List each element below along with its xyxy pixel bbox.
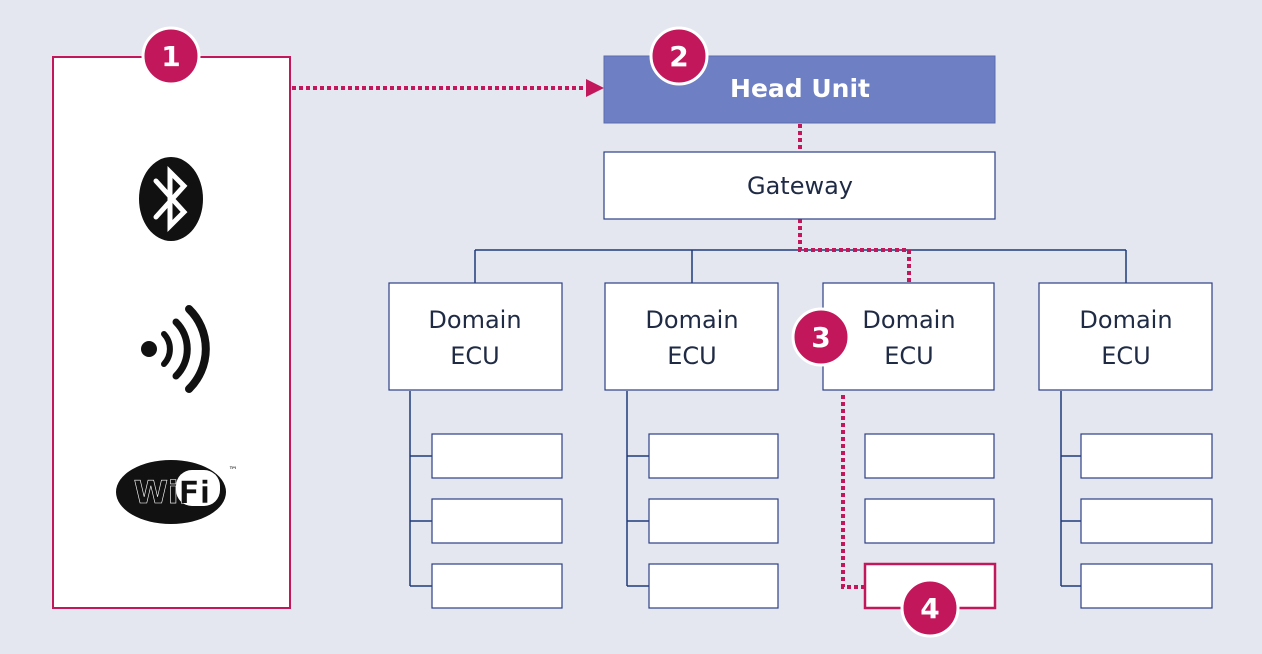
head-unit-box [603,55,996,124]
sub-ecu-box [648,498,779,544]
wifi-logo-text: WiFi [134,475,211,511]
wifi-trademark: ™ [229,466,238,476]
sub-ecu-box [1080,563,1213,609]
domain-ecu-line1: Domain [862,306,955,334]
wifi-icon: WiFi ™ [116,460,238,524]
connectivity-panel [52,56,291,609]
domain-ecu-line1: Domain [645,306,738,334]
step-badge-3-number: 3 [811,321,830,354]
nfc-icon [141,305,210,393]
step-badge-1: 1 [141,26,201,86]
domain-ecu-line2: ECU [884,342,934,370]
domain-ecu-line1: Domain [428,306,521,334]
sub-ecu-group [431,433,1213,609]
domain-ecu: Domain ECU [388,282,563,391]
domain-ecu: Domain ECU [1038,282,1213,391]
gateway-label: Gateway [747,172,853,200]
head-unit-label: Head Unit [730,74,870,103]
step-badge-4-number: 4 [920,592,939,625]
sub-ecu-box [864,498,995,544]
attack-arrowhead [586,79,604,97]
domain-ecu-line1: Domain [1079,306,1172,334]
step-badge-2: 2 [649,26,709,86]
sub-ecu-box [431,433,563,479]
step-badge-2-number: 2 [669,40,688,73]
step-badge-4: 4 [900,578,960,638]
domain-ecu-line2: ECU [667,342,717,370]
domain-ecu: Domain ECU [604,282,779,391]
step-badge-1-number: 1 [161,40,180,73]
step-badge-3: 3 [791,307,851,367]
sub-ecu-box [648,433,779,479]
sub-ecu-box [864,433,995,479]
domain-ecu-line2: ECU [1101,342,1151,370]
sub-ecu-box [648,563,779,609]
sub-ecu-box [431,563,563,609]
sub-ecu-box [1080,498,1213,544]
attack-path [292,86,911,589]
domain-ecu-line2: ECU [450,342,500,370]
bluetooth-icon [139,157,203,241]
sub-ecu-box [431,498,563,544]
sub-ecu-box [1080,433,1213,479]
gateway-box [603,151,996,220]
domain-ecu: Domain ECU [822,282,995,391]
